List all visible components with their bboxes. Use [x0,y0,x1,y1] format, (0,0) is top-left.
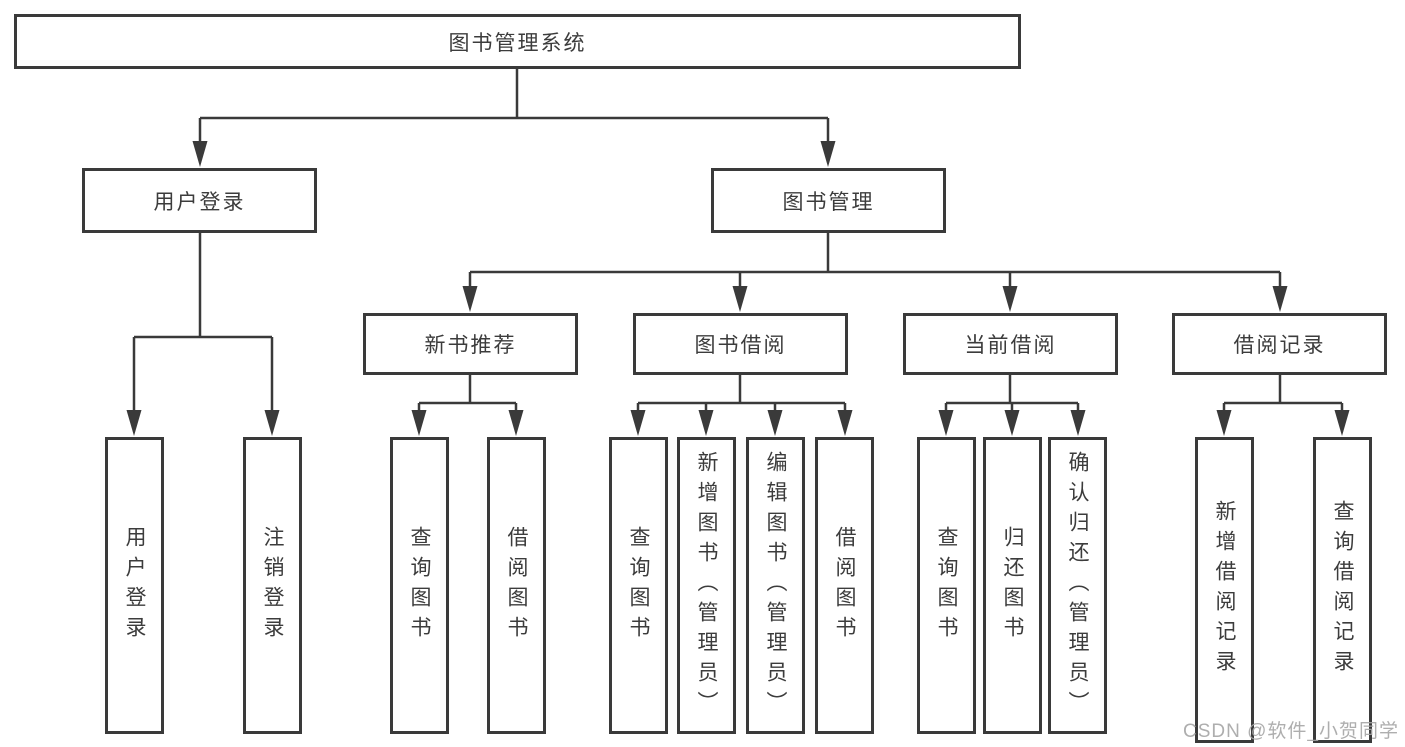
node-label: 新书推荐 [424,334,517,357]
leaf-label: 用户登录 [123,525,146,646]
leaf-label: 确认归还（管理员） [1066,450,1089,721]
leaf-label: 编辑图书（管理员） [764,450,787,721]
node-label: 图书借阅 [694,334,787,357]
leaf-query-books-newrec: 查询图书 [390,437,449,734]
leaf-label: 注销登录 [261,525,284,646]
leaf-query-borrow-record: 查询借阅记录 [1313,437,1372,743]
node-user-login: 用户登录 [82,168,317,233]
node-borrow-records: 借阅记录 [1172,313,1387,375]
node-label: 用户登录 [153,190,246,214]
leaf-label: 借阅图书 [505,525,528,646]
leaf-label: 查询图书 [408,525,431,646]
leaf-label: 新增图书（管理员） [695,450,718,721]
leaf-borrow-books-newrec: 借阅图书 [487,437,546,734]
node-book-management: 图书管理 [711,168,946,233]
leaf-confirm-return-admin: 确认归还（管理员） [1048,437,1107,734]
node-book-borrow: 图书借阅 [633,313,848,375]
leaf-edit-book-admin: 编辑图书（管理员） [746,437,805,734]
leaf-logout: 注销登录 [243,437,302,734]
arrowheads [126,141,1350,436]
node-current-borrow: 当前借阅 [903,313,1118,375]
leaf-label: 借阅图书 [833,525,856,646]
node-label: 图书管理 [782,190,875,214]
node-label: 当前借阅 [964,334,1057,357]
csdn-watermark: CSDN @软件_小贺同学 [1183,721,1399,742]
leaf-user-login: 用户登录 [105,437,164,734]
node-root-system: 图书管理系统 [14,14,1021,69]
leaf-borrow-books-borrow: 借阅图书 [815,437,874,734]
leaf-label: 归还图书 [1001,525,1024,646]
leaf-add-book-admin: 新增图书（管理员） [677,437,736,734]
leaf-label: 查询图书 [627,525,650,646]
leaf-return-book: 归还图书 [983,437,1042,734]
leaf-add-borrow-record: 新增借阅记录 [1195,437,1254,743]
leaf-label: 新增借阅记录 [1213,500,1236,680]
node-new-book-recommend: 新书推荐 [363,313,578,375]
node-label: 借阅记录 [1233,334,1326,357]
leaf-query-books-borrow: 查询图书 [609,437,668,734]
leaf-query-books-current: 查询图书 [917,437,976,734]
node-label: 图书管理系统 [448,31,587,55]
leaf-label: 查询借阅记录 [1331,500,1354,680]
leaf-label: 查询图书 [935,525,958,646]
